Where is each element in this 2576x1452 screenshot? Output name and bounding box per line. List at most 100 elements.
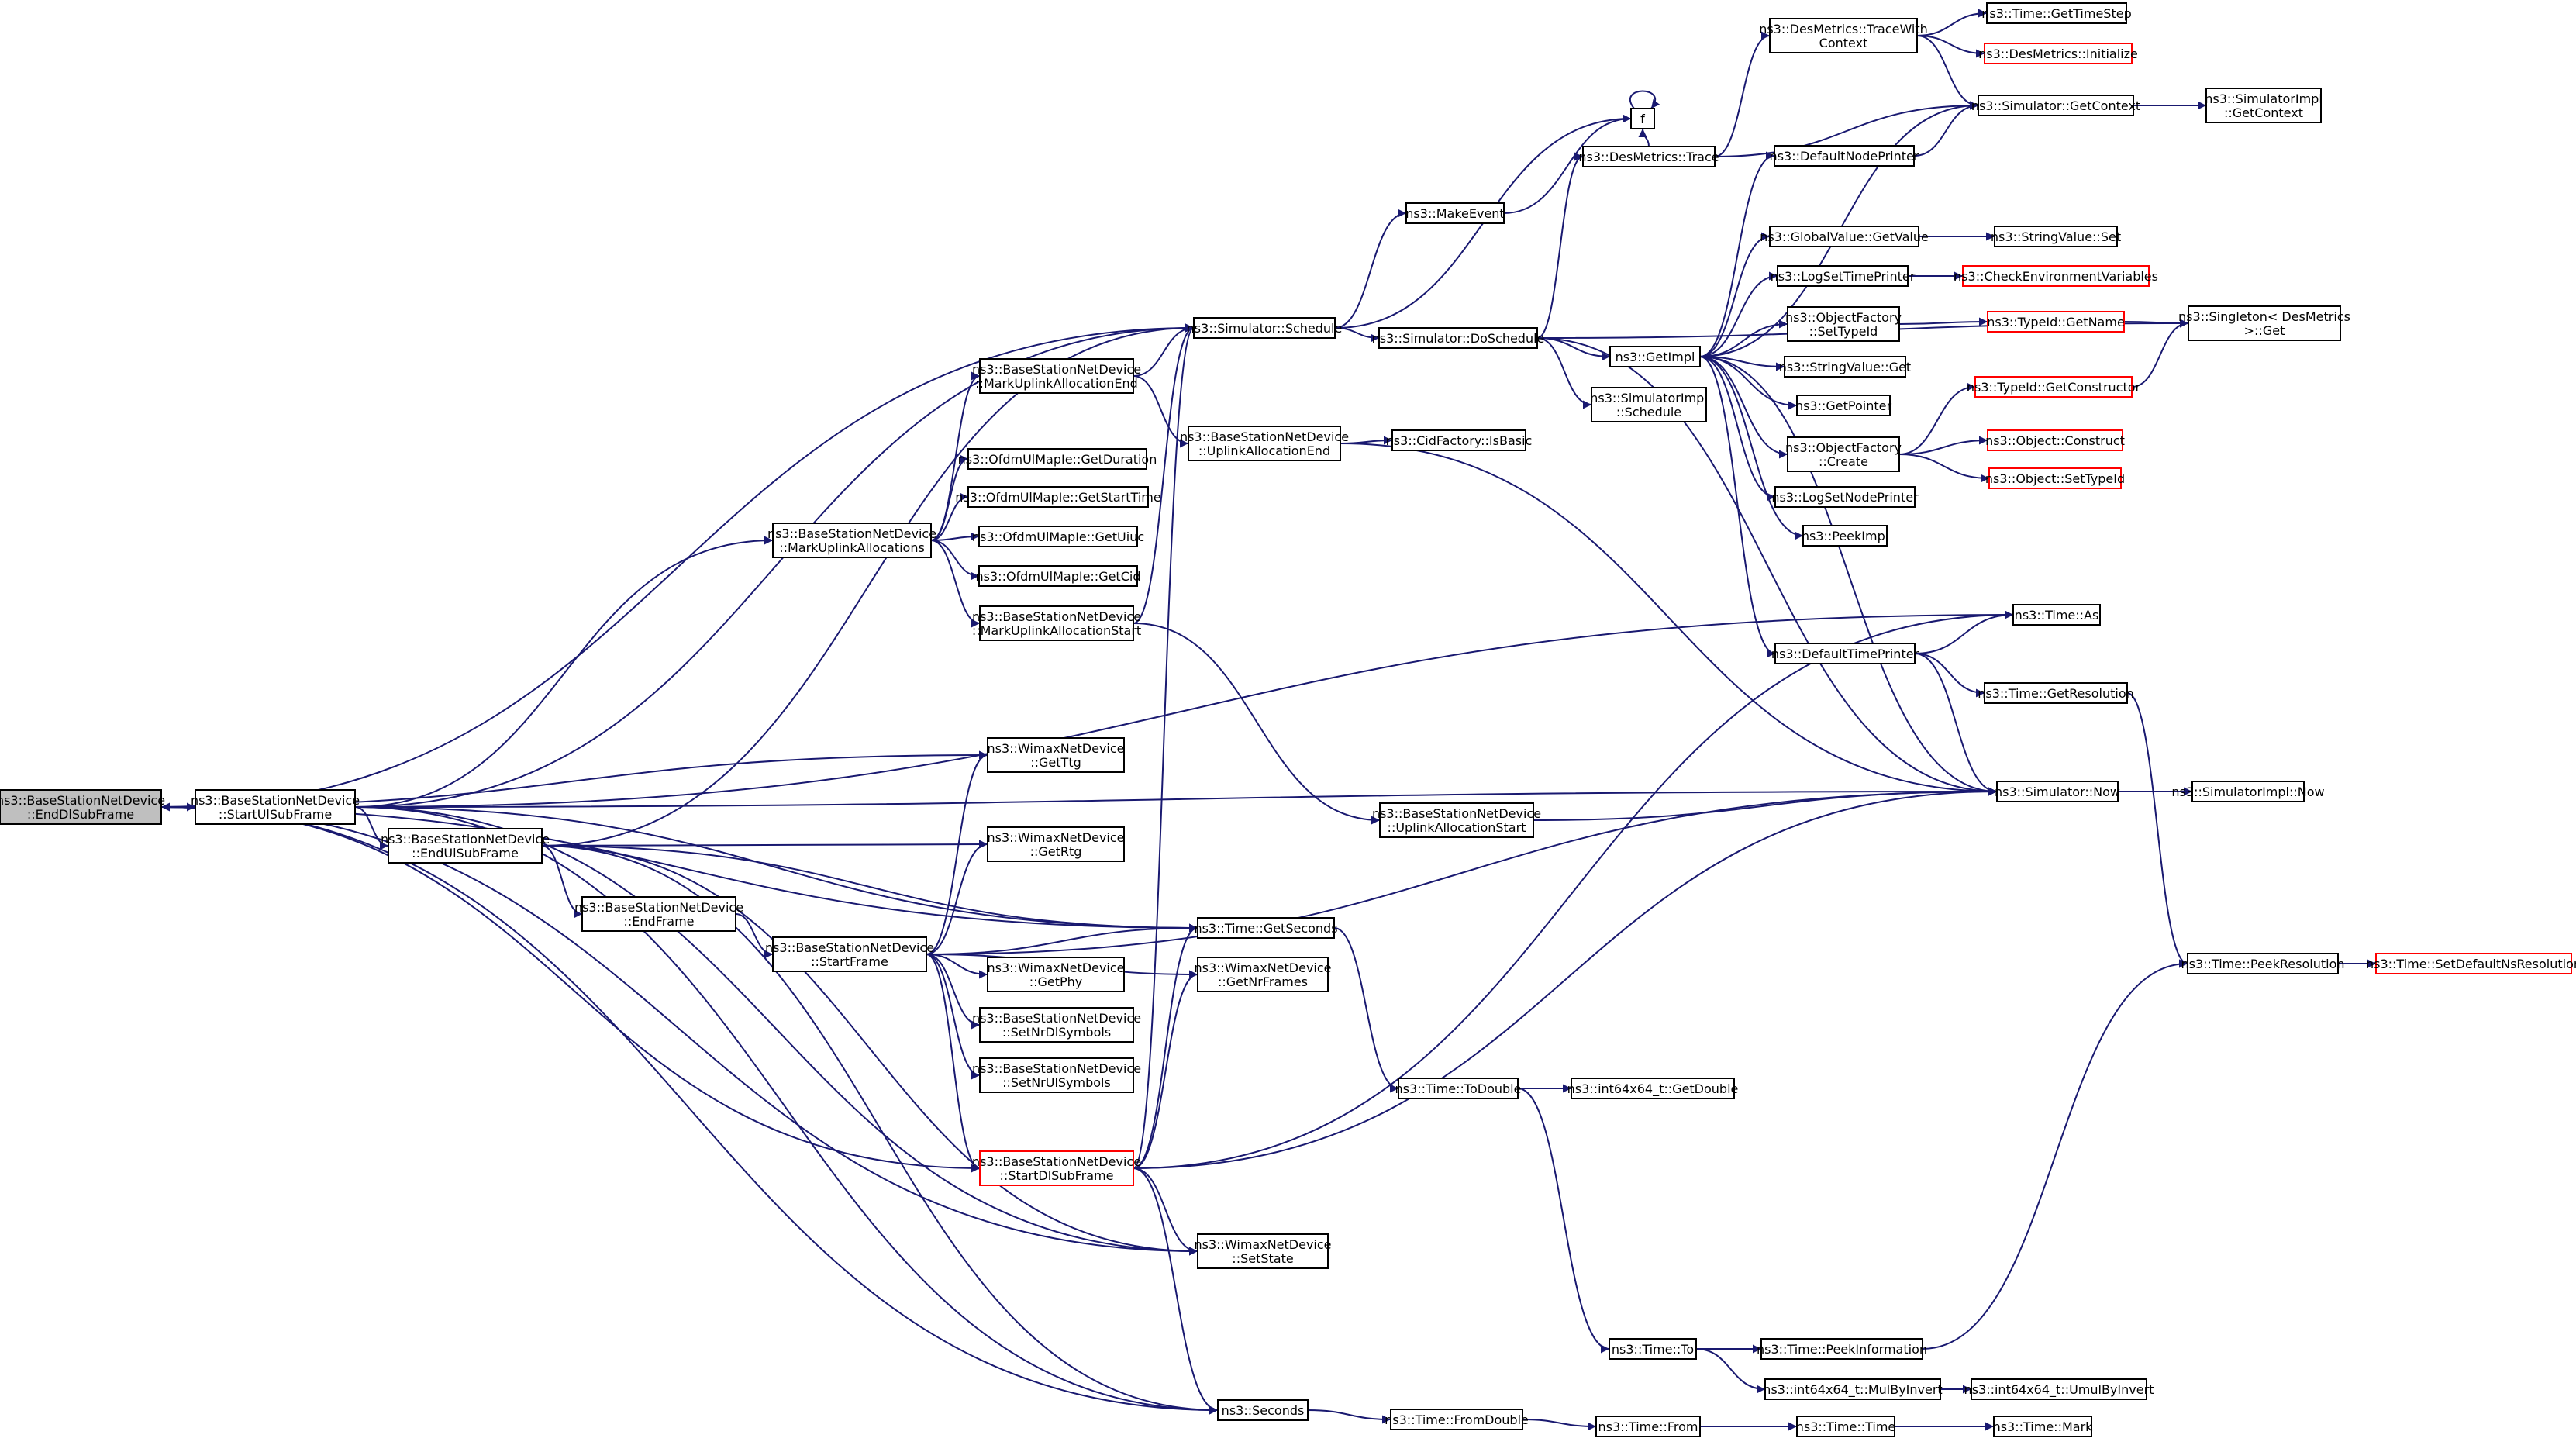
node-label: ::MarkUplinkAllocationEnd — [975, 376, 1138, 391]
node-i64-get-double[interactable]: ns3::int64x64_t::GetDouble — [1567, 1078, 1739, 1099]
node-tid-get-name[interactable]: ns3::TypeId::GetName — [1987, 311, 2125, 333]
node-set-nr-ul[interactable]: ns3::BaseStationNetDevice::SetNrUlSymbol… — [972, 1057, 1141, 1093]
node-get-context[interactable]: ns3::Simulator::GetContext — [1971, 95, 2140, 116]
node-label: ::GetNrFrames — [1218, 974, 1308, 989]
node-obj-set-type-id[interactable]: ns3::Object::SetTypeId — [1985, 467, 2125, 489]
node-get-phy[interactable]: ns3::WimaxNetDevice::GetPhy — [987, 957, 1125, 992]
node-sim-now[interactable]: ns3::Simulator::Now — [1995, 781, 2120, 802]
node-root[interactable]: ns3::BaseStationNetDevice::EndDlSubFrame — [0, 789, 165, 825]
node-get-duration[interactable]: ns3::OfdmUlMapIe::GetDuration — [958, 448, 1157, 470]
node-get-ttg[interactable]: ns3::WimaxNetDevice::GetTtg — [987, 737, 1125, 773]
node-box — [987, 826, 1125, 862]
node-sv-get[interactable]: ns3::StringValue::Get — [1779, 356, 1911, 378]
node-def-node-printer[interactable]: ns3::DefaultNodePrinter — [1770, 145, 1919, 167]
node-label: ns3::BaseStationNetDevice — [972, 362, 1141, 377]
node-get-rtg[interactable]: ns3::WimaxNetDevice::GetRtg — [987, 826, 1125, 862]
node-peek-info[interactable]: ns3::Time::PeekInformation — [1757, 1338, 1927, 1360]
node-singleton-get[interactable]: ns3::Singleton< DesMetrics >::Get — [2178, 305, 2350, 341]
node-get-uiuc[interactable]: ns3::OfdmUlMapIe::GetUiuc — [972, 526, 1144, 547]
node-mark-ul-alloc[interactable]: ns3::BaseStationNetDevice::MarkUplinkAll… — [767, 523, 936, 558]
node-log-set-node[interactable]: ns3::LogSetNodePrinter — [1771, 486, 1919, 508]
node-start-dl[interactable]: ns3::BaseStationNetDevice::StartDlSubFra… — [972, 1150, 1141, 1186]
edge-mark-ul-alloc-end-to-sim-schedule — [1133, 323, 1195, 377]
node-set-nr-dl[interactable]: ns3::BaseStationNetDevice::SetNrDlSymbol… — [972, 1007, 1141, 1043]
node-peek-res[interactable]: ns3::Time::PeekResolution — [2181, 953, 2345, 974]
node-mark-ul-alloc-end[interactable]: ns3::BaseStationNetDevice::MarkUplinkAll… — [972, 358, 1141, 394]
node-get-start-time[interactable]: ns3::OfdmUlMapIe::GetStartTime — [955, 486, 1161, 508]
node-time-as[interactable]: ns3::Time::As — [2012, 604, 2101, 626]
node-do-schedule[interactable]: ns3::Simulator::DoSchedule — [1372, 327, 1545, 349]
node-box — [987, 737, 1125, 773]
node-time-mark[interactable]: ns3::Time::Mark — [1993, 1416, 2094, 1437]
node-from-double[interactable]: ns3::Time::FromDouble — [1385, 1409, 1529, 1430]
node-peek-impl[interactable]: ns3::PeekImpl — [1802, 525, 1888, 547]
node-seconds[interactable]: ns3::Seconds — [1217, 1399, 1309, 1421]
node-label: ns3::BaseStationNetDevice — [972, 1061, 1141, 1076]
node-des-init[interactable]: ns3::DesMetrics::Initialize — [1978, 43, 2138, 64]
edge-def-node-printer-to-get-context — [1913, 101, 1979, 157]
edge-do-schedule-to-des-trace — [1536, 152, 1584, 339]
node-get-seconds[interactable]: ns3::Time::GetSeconds — [1194, 917, 1338, 939]
node-label: ns3::DesMetrics::Trace — [1578, 150, 1719, 164]
edge-mark-ul-alloc-to-get-uiuc — [930, 532, 980, 541]
node-f[interactable]: f — [1630, 108, 1655, 129]
node-end-ul[interactable]: ns3::BaseStationNetDevice::EndUlSubFrame — [381, 828, 550, 864]
node-label: ns3::GlobalValue::GetValue — [1760, 229, 1929, 244]
node-ul-alloc-end[interactable]: ns3::BaseStationNetDevice::UplinkAllocat… — [1180, 426, 1349, 461]
node-tid-get-ctor[interactable]: ns3::TypeId::GetConstructor — [1967, 376, 2141, 398]
node-label: ns3::BaseStationNetDevice — [767, 526, 936, 541]
node-obj-construct[interactable]: ns3::Object::Construct — [1985, 429, 2125, 451]
node-impl-schedule[interactable]: ns3::SimulatorImpl::Schedule — [1590, 387, 1708, 422]
node-sim-schedule[interactable]: ns3::Simulator::Schedule — [1187, 317, 1343, 339]
node-box — [967, 486, 1149, 508]
node-get-pointer[interactable]: ns3::GetPointer — [1795, 395, 1892, 416]
node-of-create[interactable]: ns3::ObjectFactory::Create — [1785, 436, 1902, 472]
node-def-time-printer[interactable]: ns3::DefaultTimePrinter — [1771, 643, 1919, 664]
node-impl-get-context[interactable]: ns3::SimulatorImpl::GetContext — [2205, 88, 2323, 123]
node-gv-get-value[interactable]: ns3::GlobalValue::GetValue — [1760, 226, 1929, 247]
node-sv-set[interactable]: ns3::StringValue::Set — [1991, 226, 2121, 247]
node-mul-by-invert[interactable]: ns3::int64x64_t::MulByInvert — [1763, 1378, 1943, 1400]
node-get-cid[interactable]: ns3::OfdmUlMapIe::GetCid — [976, 565, 1141, 587]
node-set-state[interactable]: ns3::WimaxNetDevice::SetState — [1194, 1233, 1332, 1269]
node-label: ns3::Singleton< DesMetrics — [2178, 309, 2350, 324]
node-start-ul[interactable]: ns3::BaseStationNetDevice::StartUlSubFra… — [191, 789, 360, 825]
node-get-nr-frames[interactable]: ns3::WimaxNetDevice::GetNrFrames — [1194, 957, 1332, 992]
node-get-impl[interactable]: ns3::GetImpl — [1609, 346, 1701, 367]
node-set-def-ns[interactable]: ns3::Time::SetDefaultNsResolution — [2366, 953, 2576, 974]
edge-des-trace-to-trace-ctx — [1714, 31, 1771, 157]
node-log-set-time[interactable]: ns3::LogSetTimePrinter — [1771, 265, 1916, 287]
node-umul-by-invert[interactable]: ns3::int64x64_t::UmulByInvert — [1964, 1378, 2154, 1400]
edge-get-resolution-to-peek-res — [2126, 692, 2188, 968]
node-label: ::SetNrDlSymbols — [1002, 1025, 1111, 1040]
node-check-env[interactable]: ns3::CheckEnvironmentVariables — [1954, 265, 2158, 287]
node-to-double[interactable]: ns3::Time::ToDouble — [1395, 1078, 1522, 1099]
node-of-set-type-id[interactable]: ns3::ObjectFactory::SetTypeId — [1785, 306, 1902, 342]
node-end-frame[interactable]: ns3::BaseStationNetDevice::EndFrame — [574, 896, 743, 932]
node-time-time[interactable]: ns3::Time::Time — [1796, 1416, 1896, 1437]
edge-start-frame-to-set-nr-dl — [926, 954, 981, 1030]
edge-tid-get-name-to-singleton-get — [2123, 319, 2189, 328]
node-get-resolution[interactable]: ns3::Time::GetResolution — [1978, 682, 2134, 704]
node-get-time-step[interactable]: ns3::Time::GetTimeStep — [1981, 2, 2132, 24]
node-time-from[interactable]: ns3::Time::From — [1595, 1416, 1701, 1437]
node-impl-now[interactable]: ns3::SimulatorImpl::Now — [2171, 781, 2325, 802]
node-start-frame[interactable]: ns3::BaseStationNetDevice::StartFrame — [765, 936, 934, 972]
node-box — [1774, 643, 1916, 664]
node-des-trace[interactable]: ns3::DesMetrics::Trace — [1578, 146, 1719, 167]
node-make-event[interactable]: ns3::MakeEvent — [1405, 202, 1505, 224]
node-label: ns3::BaseStationNetDevice — [191, 793, 360, 808]
node-label: ns3::BaseStationNetDevice — [972, 609, 1141, 624]
node-label: ::Schedule — [1616, 405, 1681, 419]
node-time-to[interactable]: ns3::Time::To — [1609, 1338, 1697, 1360]
node-box — [388, 828, 543, 864]
edge-of-create-to-obj-set-type-id — [1898, 454, 1990, 483]
node-label: ::GetRtg — [1030, 844, 1082, 859]
edge-des-trace-to-get-context — [1714, 101, 1979, 157]
node-mark-ul-alloc-start[interactable]: ns3::BaseStationNetDevice::MarkUplinkAll… — [972, 605, 1141, 641]
node-label: ns3::Time::PeekInformation — [1757, 1342, 1927, 1357]
node-ul-alloc-start[interactable]: ns3::BaseStationNetDevice::UplinkAllocat… — [1372, 802, 1541, 838]
node-is-basic[interactable]: ns3::CidFactory::IsBasic — [1386, 429, 1533, 451]
node-box — [195, 789, 356, 825]
